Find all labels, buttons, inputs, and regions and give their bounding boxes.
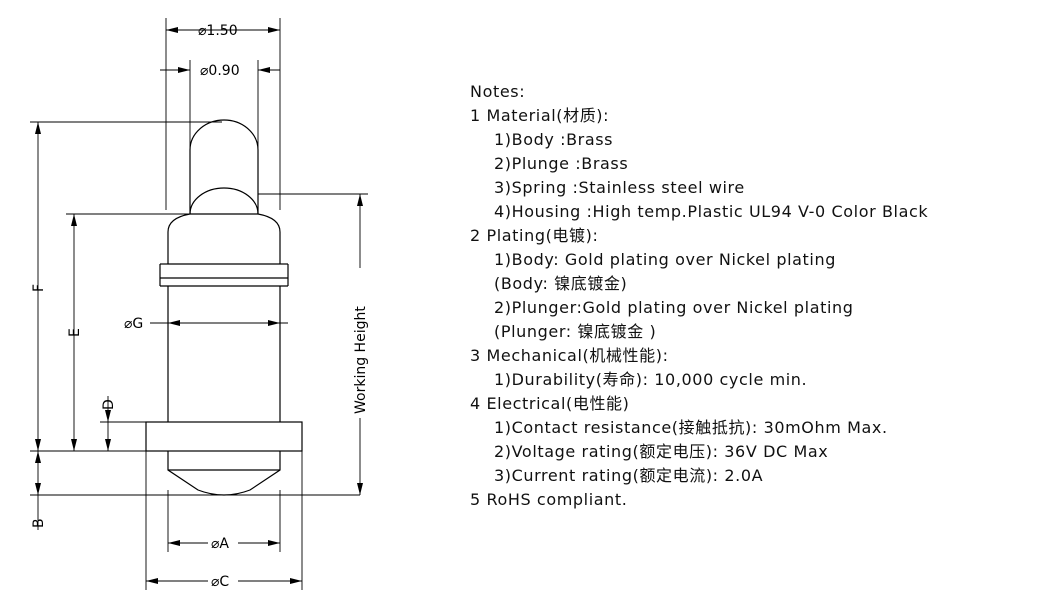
note-line: 2)Plunger:Gold plating over Nickel plati… [494,298,854,317]
pin-outline [145,119,303,496]
dim-d090-label: ⌀0.90 [200,63,240,79]
note-line: 3)Current rating(额定电流): 2.0A [494,466,764,485]
note-line: 1)Body :Brass [494,130,614,149]
notes-list: Notes: 1 Material(材质): 1)Body :Brass 2)Plun… [470,80,928,512]
dim-E: E [66,213,190,451]
dim-dG-label: ⌀G [124,316,143,332]
dim-dC-label: ⌀C [211,574,229,590]
dim-working-height-label: Working Height [353,306,369,414]
note-line: 5 RoHS compliant. [470,490,628,509]
dim-B: B [30,451,360,530]
note-line: 2)Plunge :Brass [494,154,629,173]
dim-dA-label: ⌀A [211,536,229,552]
note-line: 2)Voltage rating(额定电压): 36V DC Max [494,442,829,461]
dim-F: F [30,121,222,451]
note-line: 3 Mechanical(机械性能): [470,346,669,365]
note-line: 2 Plating(电镀): [470,226,599,245]
dim-D-label: D [101,399,117,410]
note-line: (Plunger: 镍底镀金 ) [494,322,657,341]
note-line: 1)Contact resistance(接触抵抗): 30mOhm Max. [494,418,888,437]
dim-d150-label: ⌀1.50 [198,23,238,39]
dim-dC: ⌀C [145,451,303,590]
dim-B-label: B [31,518,47,528]
dim-dA: ⌀A [167,490,281,552]
note-line: (Body: 镍底镀金) [494,274,628,293]
dim-working-height: Working Height [258,193,369,495]
note-line: 3)Spring :Stainless steel wire [494,178,745,197]
notes-heading: Notes: [470,82,526,101]
dim-d150: ⌀1.50 [165,18,281,210]
dim-D: D [30,396,146,452]
note-line: 4 Electrical(电性能) [470,394,630,413]
note-line: 1)Durability(寿命): 10,000 cycle min. [494,370,808,389]
note-line: 1 Material(材质): [470,106,610,125]
dim-dG: ⌀G [124,316,288,332]
note-line: 4)Housing :High temp.Plastic UL94 V-0 Co… [494,202,929,221]
note-line: 1)Body: Gold plating over Nickel plating [494,250,836,269]
dim-E-label: E [67,328,83,337]
dim-d090: ⌀0.90 [160,60,280,150]
dim-F-label: F [31,284,47,292]
